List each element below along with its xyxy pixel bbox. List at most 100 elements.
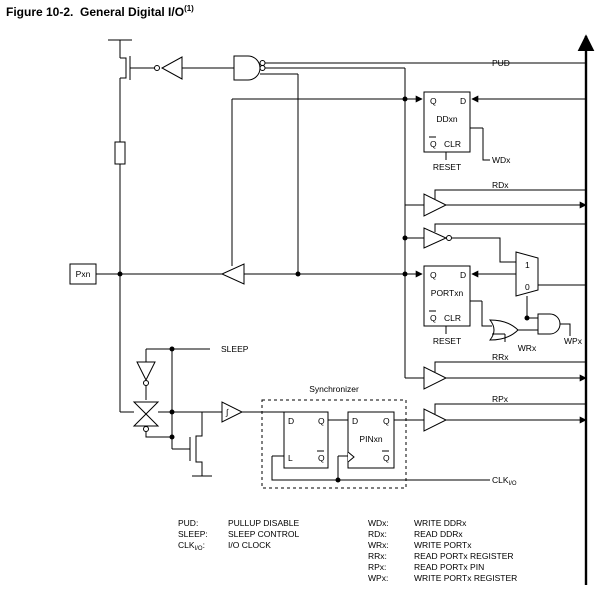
- mux-select-junction: [524, 315, 530, 321]
- ddxn-reset: RESET: [433, 162, 461, 172]
- feedback-inverter-bubble: [446, 235, 452, 241]
- legend-right-key: WPx:: [368, 573, 388, 583]
- wp-and-gate: [537, 313, 561, 335]
- port-mux: [515, 251, 539, 297]
- pullup-inverter: [160, 56, 183, 80]
- wdx-wire: [482, 128, 490, 161]
- mux-input-0: 0: [525, 282, 530, 292]
- pinxn-qbar: Q: [383, 453, 390, 463]
- legend-left: PUD: PULLUP DISABLE SLEEP: SLEEP CONTROL…: [178, 518, 300, 552]
- output-driver-buffer: [220, 263, 245, 285]
- figure-caption: General Digital I/O: [80, 5, 185, 19]
- portxn-name: PORTxn: [431, 288, 464, 298]
- wpx-label: WPx: [564, 336, 583, 346]
- wdx-label: WDx: [492, 155, 511, 165]
- schmitt-symbol: ∫: [225, 407, 229, 417]
- feedback-to-mux-wire: [452, 237, 516, 263]
- ddxn-clr: CLR: [444, 139, 461, 149]
- sync-latch: [283, 411, 329, 469]
- legend-right-key: RRx:: [368, 551, 387, 561]
- rdx-label: RDx: [492, 180, 509, 190]
- rdx-buffer: [423, 193, 448, 217]
- legend-right-key: RPx:: [368, 562, 386, 572]
- portxn-d: D: [460, 270, 466, 280]
- rrx-label: RRx: [492, 352, 509, 362]
- portxn-clk-to-or-wire: [481, 301, 492, 327]
- ddxn-name: DDxn: [436, 114, 458, 124]
- ddxn-qbar: Q: [430, 139, 437, 149]
- legend-left-value: SLEEP CONTROL: [228, 529, 299, 539]
- sync-latch-l: L: [288, 453, 293, 463]
- portxn-flipflop: [423, 265, 471, 327]
- pinxn-name: PINxn: [359, 434, 382, 444]
- ddxn-d: D: [460, 96, 466, 106]
- pinxn-q: Q: [383, 416, 390, 426]
- legend-right-value: READ DDRx: [414, 529, 463, 539]
- transmission-gate-bottom: [132, 413, 160, 427]
- pud-label: PUD: [492, 58, 510, 68]
- ddxn-q-junction: [402, 96, 408, 102]
- sleep-inverter: [136, 361, 156, 382]
- portxn-q-junction: [295, 271, 301, 277]
- legend-right-key: WDx:: [368, 518, 389, 528]
- portxn-qbar: Q: [430, 313, 437, 323]
- pin-pxn-label: Pxn: [76, 269, 91, 279]
- wr-or-gate: [488, 319, 519, 341]
- legend-left-key: CLKI/O:: [178, 540, 205, 552]
- figure-footnote-mark: (1): [184, 4, 194, 13]
- portxn-q: Q: [430, 270, 437, 280]
- legend-left-key: PUD:: [178, 518, 198, 528]
- rpx-label: RPx: [492, 394, 509, 404]
- pud-invert-bubble: [259, 60, 266, 66]
- synchronizer-title: Synchronizer: [309, 384, 359, 394]
- ddxn-q: Q: [430, 96, 437, 106]
- sync-latch-d: D: [288, 416, 294, 426]
- wpx-wire: [560, 323, 571, 336]
- synchronizer-box: [261, 399, 407, 489]
- legend-right-value: READ PORTx REGISTER: [414, 551, 514, 561]
- schmitt-input-junction: [169, 409, 175, 415]
- portxn-reset: RESET: [433, 336, 461, 346]
- legend-right: WDx: WRITE DDRx RDx: READ DDRx WRx: WRIT…: [368, 518, 517, 583]
- legend-right-value: WRITE DDRx: [414, 518, 467, 528]
- figure-title: Figure 10-2. General Digital I/O(1): [6, 4, 194, 19]
- figure-number: Figure 10-2.: [6, 5, 74, 19]
- pullup-transistor-channel: [120, 57, 127, 79]
- clk-io-wire: [271, 456, 490, 481]
- and-ddxn-bubble: [259, 65, 266, 71]
- clk-junction: [335, 477, 341, 483]
- ddxn-flipflop: [423, 91, 471, 153]
- rrx-buffer: [423, 366, 448, 390]
- legend-right-key: RDx:: [368, 529, 387, 539]
- legend-left-value: PULLUP DISABLE: [228, 518, 300, 528]
- tgate-control-junction: [169, 434, 175, 440]
- nmos-channel: [195, 412, 203, 476]
- sleep-inverter-bubble: [143, 380, 149, 386]
- mux-input-1: 1: [525, 260, 530, 270]
- sleep-label: SLEEP: [221, 344, 249, 354]
- rpx-enable-wire: [434, 403, 586, 414]
- legend-right-value: WRITE PORTx: [414, 540, 472, 550]
- rdx-enable-wire: [434, 189, 586, 199]
- rpx-buffer: [423, 408, 448, 432]
- legend-right-value: WRITE PORTx REGISTER: [414, 573, 517, 583]
- feedback-junction: [402, 235, 408, 241]
- schmitt-trigger: [221, 401, 244, 423]
- clk-io-label: CLKI/O: [492, 475, 517, 487]
- pullup-and-gate: [233, 55, 261, 81]
- rrx-enable-wire: [434, 361, 586, 372]
- sync-latch-qbar: Q: [318, 453, 325, 463]
- pullup-resistor: [114, 141, 126, 165]
- legend-right-value: READ PORTx PIN: [414, 562, 484, 572]
- feedback-enable-wire: [434, 223, 586, 232]
- legend-left-value: I/O CLOCK: [228, 540, 271, 550]
- legend-right-key: WRx:: [368, 540, 389, 550]
- sync-latch-q: Q: [318, 416, 325, 426]
- pinxn-clock-triangle: [347, 451, 355, 463]
- tgate-bubble: [143, 426, 149, 432]
- portxn-clr: CLR: [444, 313, 461, 323]
- pinxn-d: D: [352, 416, 358, 426]
- wrx-label: WRx: [518, 343, 537, 353]
- pullup-gate-bubble: [154, 65, 160, 71]
